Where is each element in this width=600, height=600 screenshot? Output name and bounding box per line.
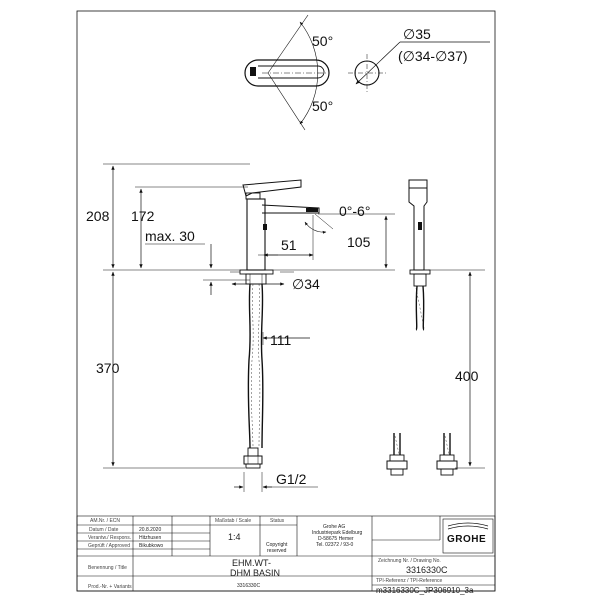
status-header: Status — [270, 518, 285, 524]
prod-no-header: Prod.-Nr. + Variants — [88, 584, 132, 590]
title-line2: DHM BASIN — [230, 568, 280, 578]
approved-header: Geprüft / Approved — [88, 543, 130, 549]
total-height-label: 208 — [86, 208, 110, 224]
angle-lower-label: 50° — [312, 98, 333, 114]
spout-height-label: 172 — [131, 208, 155, 224]
hose-length-left-label: 370 — [96, 360, 120, 376]
company-line2: Industriepark Edelburg — [312, 530, 363, 536]
hose-length-right-label: 400 — [455, 368, 479, 384]
drawing-border — [76, 10, 496, 592]
drawing-no-value: 3316330C — [406, 565, 448, 575]
copyright-line2: reserved — [267, 548, 287, 554]
side-height-label: 105 — [347, 234, 371, 250]
hose-offset-label: 111 — [270, 332, 291, 348]
date-value: 20.8.2020 — [139, 527, 161, 533]
responsible-header: Verantw./ Respons. — [88, 535, 131, 541]
product-no-value: 3316330C — [237, 583, 260, 589]
spout-projection-label: 51 — [281, 237, 297, 253]
company-line4: Tel. 02372 / 93-0 — [316, 542, 353, 548]
date-header: Datum / Date — [89, 527, 119, 533]
company-line1: Grohe AG — [323, 524, 345, 530]
drawing-no-header: Zeichnung Nr. / Drawing No. — [378, 558, 441, 564]
top-view: 50° 50° — [244, 14, 333, 131]
tpi-header: TPI-Referenz / TPI-Reference — [376, 578, 443, 584]
grohe-logo-water-icon — [447, 522, 489, 530]
hole-range-label: (∅34-∅37) — [398, 48, 468, 64]
am-nr-header: AM.Nr. / ECN — [90, 518, 120, 524]
title-block-text: AM.Nr. / ECN Datum / Date Verantw./ Resp… — [88, 518, 494, 595]
copyright-line1: Copyright — [266, 542, 288, 548]
title-line1: EHM.WT- — [232, 558, 271, 568]
title-header: Benennung / Title — [88, 565, 127, 571]
grohe-logo-text: GROHE — [447, 534, 486, 545]
scale-header: Maßstab / Scale — [215, 518, 251, 524]
side-view: 400 — [386, 179, 485, 476]
tilt-angle-label: 0°-6° — [339, 203, 370, 219]
approved-value: Bikubkowo — [139, 543, 163, 549]
hole-diameter-label: ∅35 — [403, 26, 431, 42]
title-block — [76, 515, 496, 592]
tpi-value: m3316330C_JP306910_3a — [376, 586, 474, 595]
responsible-value: Hitzhusen — [139, 535, 161, 541]
max-thickness-label: max. 30 — [145, 228, 195, 244]
scale-value: 1:4 — [228, 532, 241, 542]
company-line3: D-58675 Hemer — [318, 536, 354, 542]
grohe-logo-box — [442, 518, 494, 554]
hole-view: ∅35 (∅34-∅37) — [348, 26, 490, 92]
shank-diameter-label: ∅34 — [292, 276, 320, 292]
front-view: 208 172 max. 30 51 0°-6° 105 ∅34 — [86, 163, 395, 492]
thread-label: G1/2 — [276, 471, 307, 487]
angle-upper-label: 50° — [312, 33, 333, 49]
